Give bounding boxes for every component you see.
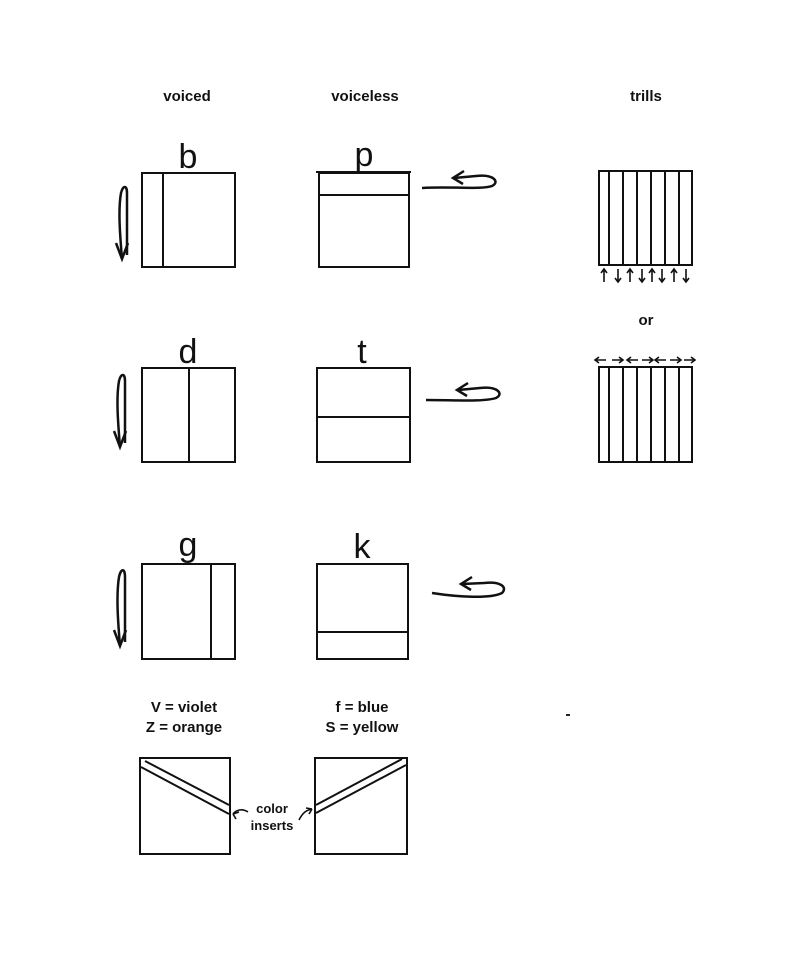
card-g-divider <box>210 565 212 658</box>
down-arrow-icon <box>114 185 130 263</box>
card-k <box>316 563 409 660</box>
fricative-voiced-line2: Z = orange <box>145 719 223 736</box>
color-inserts-callout: color inserts <box>237 800 307 834</box>
color-insert-band-voiceless <box>316 759 406 814</box>
callout-arrow-left-icon <box>232 809 249 820</box>
letter-k: k <box>353 528 371 566</box>
curved-left-arrow-icon <box>431 575 506 599</box>
stray-mark <box>566 714 570 716</box>
header-voiced: voiced <box>163 88 211 105</box>
down-arrow-icon <box>112 373 128 451</box>
card-d <box>141 367 236 463</box>
trill-or: or <box>638 312 654 329</box>
color-insert-band-voiced <box>141 760 229 815</box>
trill-card-2 <box>598 366 693 463</box>
letter-b: b <box>178 138 198 176</box>
card-d-divider <box>188 369 190 461</box>
card-t-divider <box>318 416 409 418</box>
card-p-divider <box>320 194 408 196</box>
card-t <box>316 367 411 463</box>
header-trills: trills <box>630 88 662 105</box>
fricative-voiceless-line1: f = blue <box>335 699 389 716</box>
trill-card-1 <box>598 170 693 266</box>
card-b <box>141 172 236 268</box>
curved-left-arrow-icon <box>421 169 497 190</box>
letter-p: p <box>354 136 374 174</box>
letter-t: t <box>357 333 367 371</box>
card-fricative-voiceless <box>314 757 408 855</box>
fricative-voiced-line1: V = violet <box>150 699 218 716</box>
fricative-voiceless-line2: S = yellow <box>325 719 399 736</box>
card-fricative-voiced <box>139 757 231 855</box>
callout-arrow-right-icon <box>298 807 313 821</box>
callout-line2: inserts <box>250 818 294 833</box>
callout-line1: color <box>256 801 288 816</box>
left-right-arrows-icon <box>593 356 697 364</box>
fricative-voiceless-note: f = blue S = yellow <box>282 698 442 738</box>
letter-g: g <box>178 526 198 564</box>
fricative-voiced-note: V = violet Z = orange <box>104 698 264 738</box>
up-down-arrows-icon <box>600 267 690 284</box>
card-g <box>141 563 236 660</box>
down-arrow-icon <box>112 569 128 650</box>
card-k-divider <box>318 631 407 633</box>
letter-d: d <box>178 333 198 371</box>
curved-left-arrow-icon <box>425 381 501 402</box>
header-voiceless: voiceless <box>331 88 399 105</box>
card-p <box>318 172 410 268</box>
card-b-divider <box>162 174 164 266</box>
